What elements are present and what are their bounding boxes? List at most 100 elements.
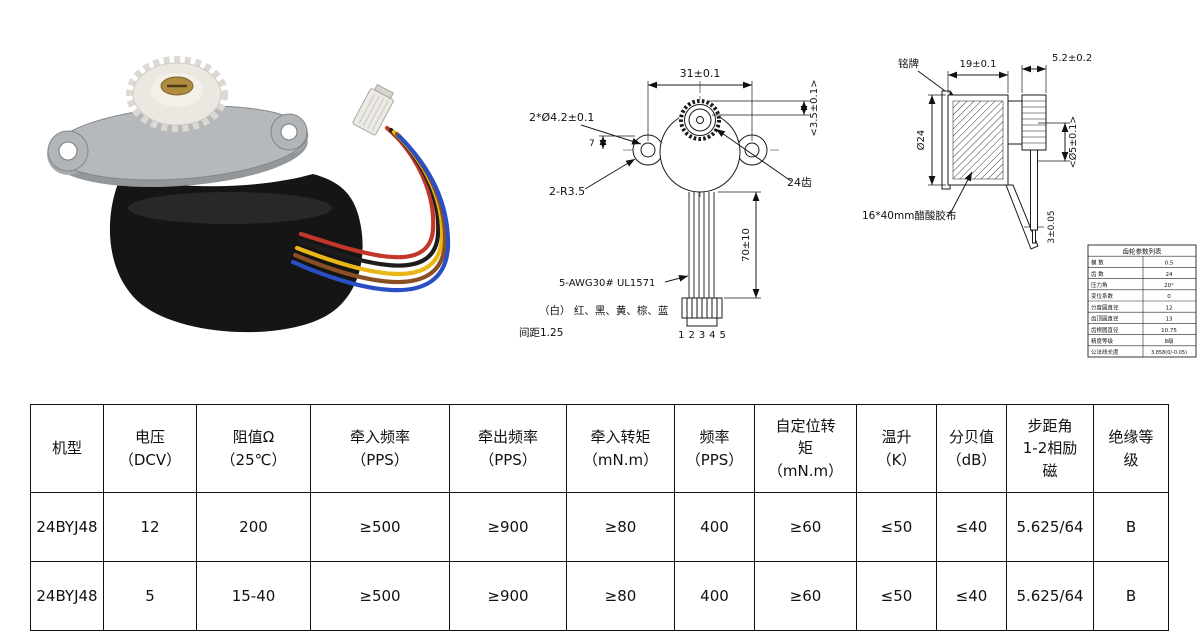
svg-text:12: 12 <box>1166 305 1173 311</box>
col-header-frequency: 频率 （PPS） <box>674 404 755 493</box>
spec-cell: 5.625/64 <box>1006 561 1094 631</box>
svg-text:3.858(0/-0.05): 3.858(0/-0.05) <box>1151 350 1187 356</box>
spec-cell: ≤40 <box>936 561 1007 631</box>
spec-cell: 400 <box>674 561 755 631</box>
svg-text:8级: 8级 <box>1165 337 1174 345</box>
svg-text:10.75: 10.75 <box>1161 328 1177 334</box>
tape-label: 16*40mm醋酸胶布 <box>862 209 956 222</box>
svg-text:24: 24 <box>1166 272 1173 278</box>
col-header-model: 机型 <box>30 404 104 493</box>
mounting-hole-left <box>58 141 78 161</box>
motor-wires <box>290 125 451 293</box>
side-view-drawing: 铭牌 19±0.1 5.2±0.2 Ø24 16*40mm醋酸胶布 <Ø5±0.… <box>860 45 1200 369</box>
spec-cell: ≥900 <box>449 492 567 562</box>
dim-shaft-diameter-label: <Ø5±0.1> <box>1068 116 1079 169</box>
front-view-geometry <box>580 81 810 327</box>
spec-cell: 200 <box>196 492 311 562</box>
spec-cell: ≥60 <box>754 492 857 562</box>
gear-teeth-label: 24齿 <box>787 176 812 189</box>
wire-blue <box>290 133 451 293</box>
tape-hatch-area <box>952 100 1004 180</box>
col-header-voltage: 电压 （DCV） <box>103 404 197 493</box>
spec-cell: ≥500 <box>310 561 450 631</box>
mounting-blade <box>1005 184 1039 250</box>
svg-text:精度等级: 精度等级 <box>1091 337 1114 345</box>
col-header-noise-db: 分贝值 （dB） <box>936 404 1007 493</box>
spec-row-2: 24BYJ48 5 15-40 ≥500 ≥900 ≥80 400 ≥60 ≤5… <box>30 561 1169 631</box>
wire-bundle <box>688 192 715 298</box>
wire-spec-label: 5-AWG30# UL1571 <box>559 278 655 289</box>
dim-flange-offset-label: 7 <box>589 139 595 149</box>
svg-text:模 数: 模 数 <box>1091 259 1104 267</box>
front-view-drawing: 31±0.1 2*Ø4.2±0.1 <3.5±0.1> 7 24齿 2-R3.5… <box>515 45 860 364</box>
spec-cell: ≥60 <box>754 561 857 631</box>
gear-param-table: 齿轮参数列表 模 数 0.5 齿 数 24 压力角 20° 变位系数 0 分度圆… <box>1087 244 1197 358</box>
dim-width-label: 31±0.1 <box>680 67 721 80</box>
svg-text:齿 数: 齿 数 <box>1091 270 1104 278</box>
connector-outline <box>681 297 723 327</box>
wire-colors-label: （白） 红、黑、黄、棕、蓝 <box>539 304 669 317</box>
col-header-insulation: 绝缘等 级 <box>1093 404 1169 493</box>
nameplate-label: 铭牌 <box>898 57 919 70</box>
svg-text:13: 13 <box>1166 317 1173 323</box>
spec-cell: 5 <box>103 561 197 631</box>
gear-outline <box>679 99 721 141</box>
motor-photo-svg <box>47 56 451 333</box>
spec-cell: 12 <box>103 492 197 562</box>
motor-body <box>109 174 363 333</box>
gear-param-title: 齿轮参数列表 <box>1123 247 1163 256</box>
gear-side-outline <box>1021 94 1047 151</box>
output-gear <box>126 56 228 132</box>
dim-body-length-label: 19±0.1 <box>959 59 996 70</box>
svg-text:20°: 20° <box>1164 283 1174 289</box>
dim-ear-radius-label: 2-R3.5 <box>549 185 585 198</box>
dim-pin-length-label: 3±0.05 <box>1047 210 1057 243</box>
side-view-svg: 铭牌 19±0.1 5.2±0.2 Ø24 16*40mm醋酸胶布 <Ø5±0.… <box>862 53 1197 358</box>
col-header-pull-out-frequency: 牵出频率 （PPS） <box>449 404 567 493</box>
side-view-geometry <box>917 65 1070 250</box>
svg-text:压力角: 压力角 <box>1091 281 1108 289</box>
svg-text:齿顶圆直径: 齿顶圆直径 <box>1091 315 1119 323</box>
spec-cell: 15-40 <box>196 561 311 631</box>
screw-hole-left <box>640 142 656 158</box>
dim-wire-length-label: 70±10 <box>741 228 752 262</box>
spec-cell: 24BYJ48 <box>30 561 104 631</box>
dim-holes-label: 2*Ø4.2±0.1 <box>529 111 594 124</box>
spec-cell: ≥80 <box>566 492 675 562</box>
motor-photo <box>25 48 465 352</box>
col-header-temp-rise: 温升 （K） <box>856 404 937 493</box>
col-header-pull-in-torque: 牵入转矩 （mN.m） <box>566 404 675 493</box>
col-header-resistance: 阻值Ω （25℃） <box>196 404 311 493</box>
spec-row-1: 24BYJ48 12 200 ≥500 ≥900 ≥80 400 ≥60 ≤50… <box>30 492 1169 562</box>
svg-text:齿根圆直径: 齿根圆直径 <box>1091 326 1119 334</box>
spec-cell: 5.625/64 <box>1006 492 1094 562</box>
spec-cell: B <box>1093 492 1169 562</box>
mounting-hole-right <box>280 123 298 141</box>
spec-cell: ≤40 <box>936 492 1007 562</box>
spec-cell: ≥80 <box>566 561 675 631</box>
wire-connector <box>352 83 394 136</box>
svg-text:变位系数: 变位系数 <box>1091 292 1114 300</box>
spec-table: 机型 电压 （DCV） 阻值Ω （25℃） 牵入频率 （PPS） 牵出频率 （P… <box>30 404 1169 631</box>
spec-cell: 24BYJ48 <box>30 492 104 562</box>
col-header-pull-in-frequency: 牵入频率 （PPS） <box>310 404 450 493</box>
svg-text:0: 0 <box>1167 294 1171 300</box>
spec-cell: ≤50 <box>856 561 937 631</box>
svg-text:0.5: 0.5 <box>1165 261 1174 267</box>
dim-body-diameter-label: Ø24 <box>915 130 927 151</box>
spec-cell: ≥500 <box>310 492 450 562</box>
col-header-detent-torque: 自定位转 矩 （mN.m） <box>754 404 857 493</box>
spec-cell: B <box>1093 561 1169 631</box>
col-header-step-angle: 步距角 1-2相励 磁 <box>1006 404 1094 493</box>
dim-gear-width-label: 5.2±0.2 <box>1052 53 1092 64</box>
dim-shaft-height-label: <3.5±0.1> <box>809 80 820 137</box>
spec-header-row: 机型 电压 （DCV） 阻值Ω （25℃） 牵入频率 （PPS） 牵出频率 （P… <box>30 404 1169 493</box>
pin-numbers-label: 12345 <box>678 330 730 341</box>
spec-cell: 400 <box>674 492 755 562</box>
shaft-outline <box>1030 149 1038 231</box>
pitch-label: 间距1.25 <box>519 326 563 339</box>
svg-text:分度圆直径: 分度圆直径 <box>1091 303 1119 311</box>
front-view-svg: 31±0.1 2*Ø4.2±0.1 <3.5±0.1> 7 24齿 2-R3.5… <box>519 67 820 341</box>
spec-cell: ≤50 <box>856 492 937 562</box>
spec-cell: ≥900 <box>449 561 567 631</box>
